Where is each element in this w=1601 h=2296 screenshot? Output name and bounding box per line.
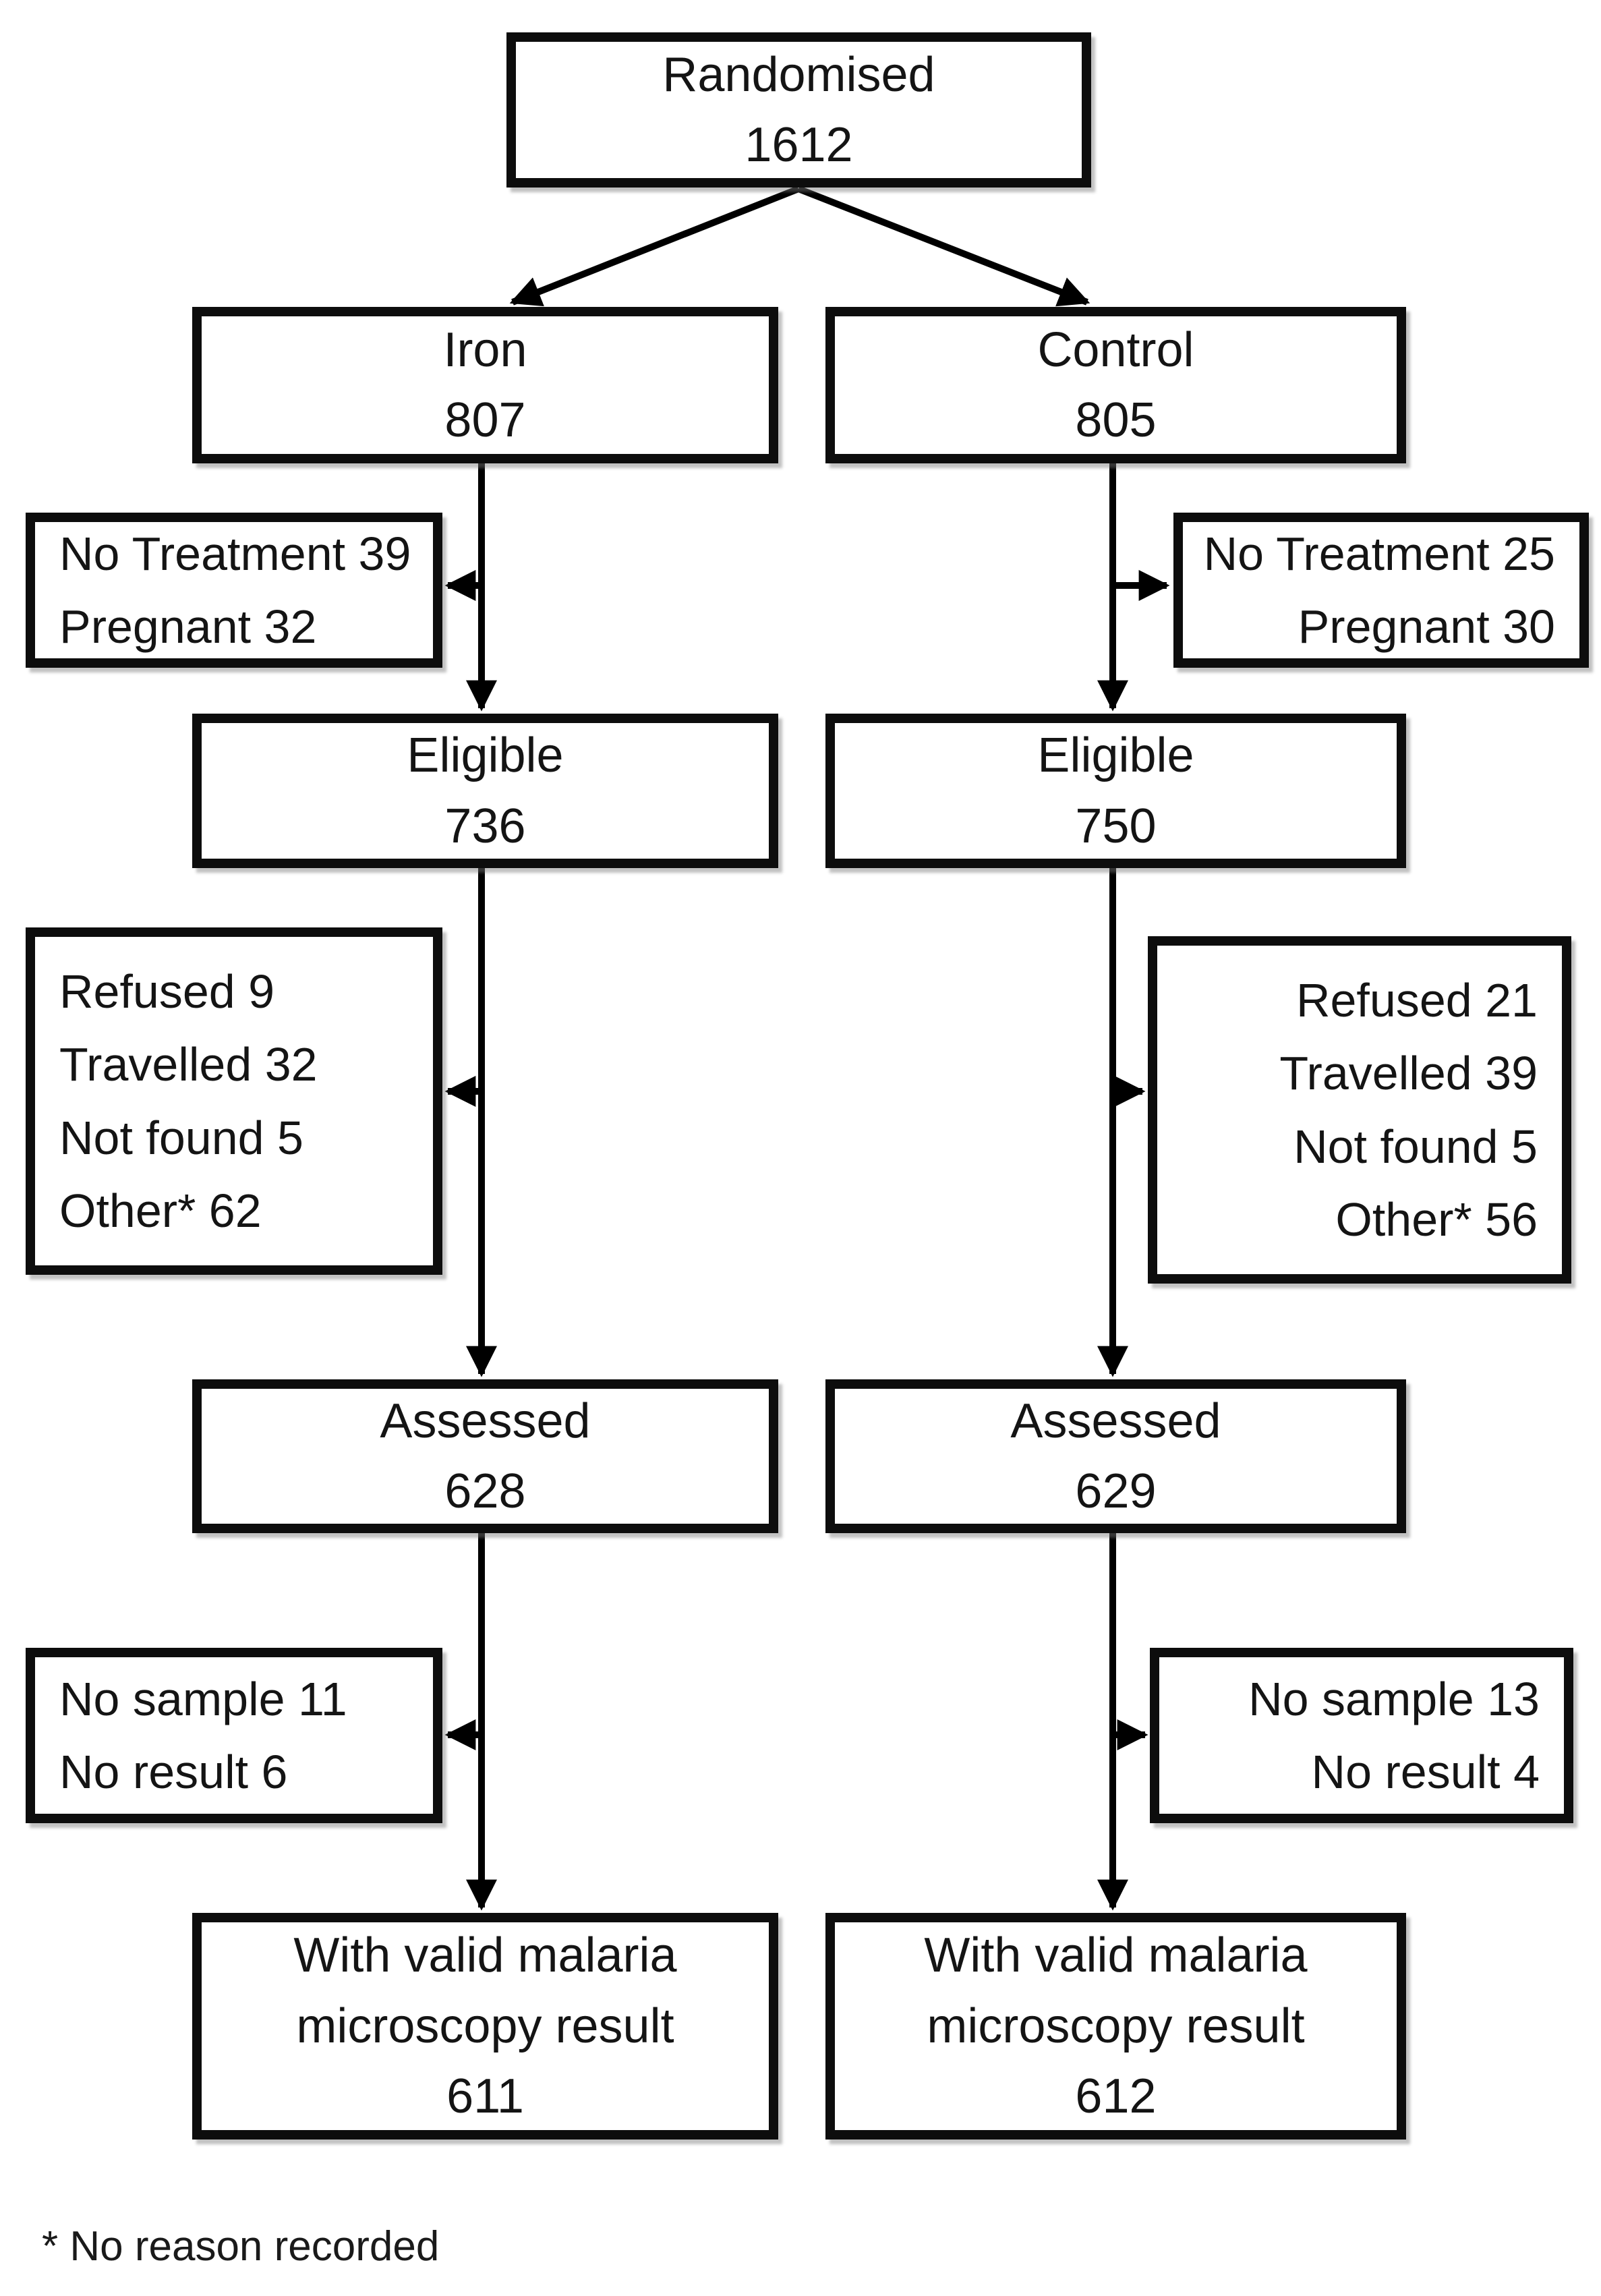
exclusion-line: Pregnant 32 <box>59 600 317 653</box>
box-label: Control <box>1037 322 1194 377</box>
arrow-randomised-to-iron <box>509 185 800 307</box>
exclusion-line: Refused 21 <box>1296 973 1538 1027</box>
box-count: 807 <box>444 393 526 447</box>
box-count: 736 <box>444 799 526 853</box>
box-label: Eligible <box>407 728 564 783</box>
exclusion-line: Travelled 39 <box>1279 1047 1538 1099</box>
box-count: 612 <box>1075 2069 1157 2124</box>
box-count: 750 <box>1075 799 1157 853</box>
exclusion-line: No result 4 <box>1311 1746 1540 1798</box>
box-count: 611 <box>446 2069 524 2124</box>
exclusion-line: Not found 5 <box>59 1111 303 1164</box>
iron-assessed-box: Assessed 628 <box>192 1379 778 1533</box>
exclusion-line: Refused 9 <box>59 965 275 1018</box>
box-count: 805 <box>1075 393 1157 447</box>
box-label: With valid malaria <box>924 1928 1308 1983</box>
exclusion-line: No Treatment 39 <box>59 527 411 580</box>
iron-no-sample-box: No sample 11 No result 6 <box>26 1648 442 1823</box>
exclusion-line: Pregnant 30 <box>1298 600 1555 653</box>
control-arm-box: Control 805 <box>825 307 1406 463</box>
footnote: * No reason recorded <box>42 2223 440 2270</box>
arrow-randomised-to-control <box>797 185 1090 307</box>
exclusion-line: Other* 62 <box>59 1184 262 1237</box>
control-not-assessed-box: Refused 21 Travelled 39 Not found 5 Othe… <box>1148 936 1571 1284</box>
box-label: With valid malaria <box>293 1928 677 1983</box>
iron-arm-box: Iron 807 <box>192 307 778 463</box>
control-assessed-box: Assessed 629 <box>825 1379 1406 1533</box>
exclusion-line: No sample 13 <box>1248 1672 1540 1725</box>
exclusion-line: No Treatment 25 <box>1203 527 1555 580</box>
control-no-sample-box: No sample 13 No result 4 <box>1150 1648 1573 1823</box>
iron-eligible-box: Eligible 736 <box>192 714 778 868</box>
box-count: 1612 <box>745 118 853 172</box>
exclusion-line: Travelled 32 <box>59 1038 318 1091</box>
control-no-treatment-box: No Treatment 25 Pregnant 30 <box>1173 513 1589 668</box>
box-label: Eligible <box>1037 728 1194 783</box>
exclusion-line: No result 6 <box>59 1746 288 1798</box>
box-label: Assessed <box>380 1394 591 1448</box>
iron-valid-result-box: With valid malaria microscopy result 611 <box>192 1913 778 2140</box>
exclusion-line: Other* 56 <box>1335 1193 1538 1246</box>
control-eligible-box: Eligible 750 <box>825 714 1406 868</box>
box-label: Iron <box>443 322 527 377</box>
box-count: 629 <box>1075 1464 1157 1518</box>
iron-no-treatment-box: No Treatment 39 Pregnant 32 <box>26 513 442 668</box>
randomised-box: Randomised 1612 <box>506 32 1091 188</box>
box-label: microscopy result <box>927 1999 1305 2053</box>
exclusion-line: No sample 11 <box>59 1672 347 1725</box>
box-label: Randomised <box>662 47 935 102</box>
box-count: 628 <box>444 1464 526 1518</box>
exclusion-line: Not found 5 <box>1293 1120 1538 1173</box>
box-label: Assessed <box>1010 1394 1221 1448</box>
iron-not-assessed-box: Refused 9 Travelled 32 Not found 5 Other… <box>26 927 442 1275</box>
control-valid-result-box: With valid malaria microscopy result 612 <box>825 1913 1406 2140</box>
box-label: microscopy result <box>296 1999 674 2053</box>
